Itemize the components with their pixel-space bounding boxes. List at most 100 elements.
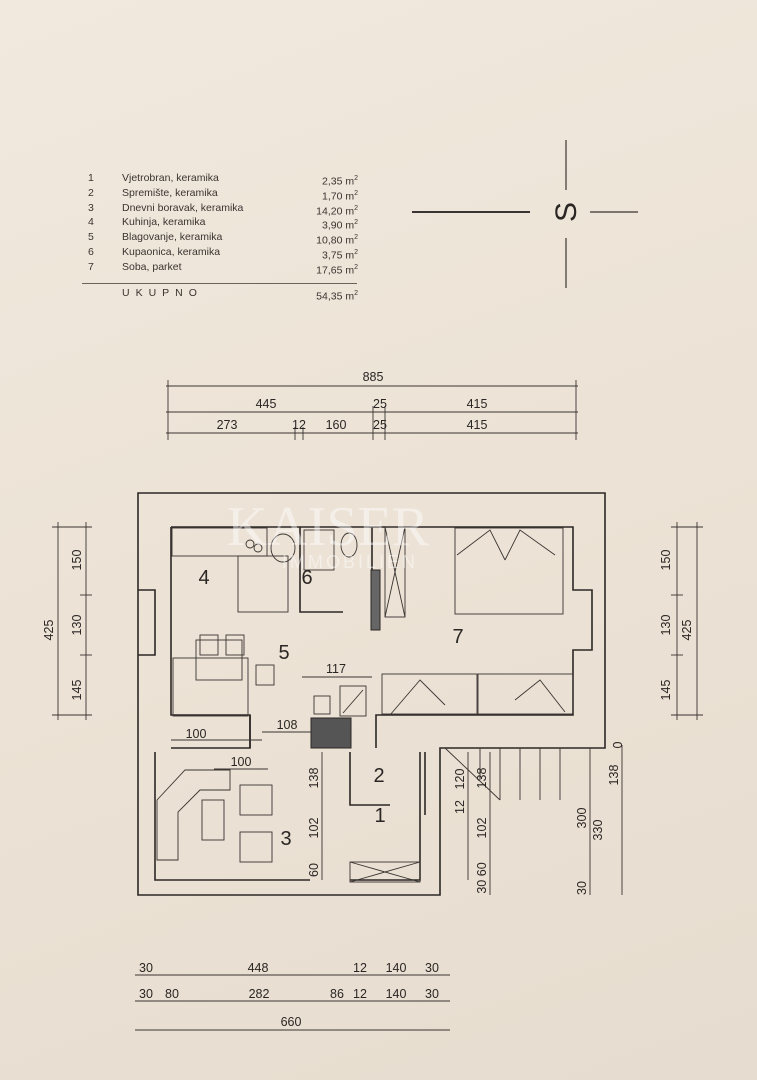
legend-row: 6 Kupaonica, keramika 3,75 m2 [88, 245, 358, 262]
dim-label: 150 [70, 550, 84, 571]
dim-label: 12 [353, 961, 367, 975]
dim-label: 30 [575, 881, 589, 895]
dim-label: 117 [326, 662, 346, 676]
left-dimensions [52, 522, 92, 720]
room-area: 10,80 m2 [316, 234, 358, 247]
room-number: 7 [88, 260, 94, 273]
dim-label: 108 [277, 718, 298, 732]
dim-label: 282 [249, 987, 270, 1001]
compass-label: S [550, 202, 583, 222]
dim-label: 425 [42, 620, 56, 641]
dim-label: 660 [281, 1015, 302, 1029]
dim-label: 102 [307, 818, 321, 839]
svg-text:KAISER: KAISER [227, 496, 430, 558]
room-label-4: 4 [198, 567, 209, 589]
dim-label: 30 [425, 961, 439, 975]
room-label-2: 2 [373, 765, 384, 787]
dim-label: 140 [386, 961, 407, 975]
dim-label: 138 [475, 768, 489, 789]
compass-south: S [412, 140, 638, 288]
room-label-3: 3 [280, 828, 291, 850]
legend-total: UKUPNO 54,35 m2 [88, 286, 358, 303]
room-name: Vjetrobran, keramika [122, 172, 219, 184]
dim-label: 425 [680, 620, 694, 641]
right-dimensions [671, 522, 703, 720]
room-area: 3,90 m2 [321, 219, 358, 232]
room-number: 6 [88, 245, 94, 258]
dim-label: 273 [217, 418, 238, 432]
dim-label: 300 [575, 808, 589, 829]
dim-label: 415 [467, 397, 488, 411]
dim-label: 30 [139, 987, 153, 1001]
room-label-7: 7 [452, 626, 463, 648]
room-number: 1 [88, 172, 94, 184]
dim-label: 445 [256, 397, 277, 411]
furniture [156, 526, 574, 883]
room-number: 2 [88, 186, 94, 199]
legend-row: 1 Vjetrobran, keramika 2,35 m2 [88, 172, 358, 188]
total-label: UKUPNO [122, 286, 203, 299]
dim-label: 415 [467, 418, 488, 432]
room-label-6: 6 [301, 567, 312, 589]
dim-label: 150 [659, 550, 673, 571]
dim-label: 25 [373, 418, 387, 432]
legend-divider [82, 282, 357, 284]
dim-label: 138 [307, 768, 321, 789]
room-label-1: 1 [374, 805, 385, 827]
room-number: 4 [88, 216, 94, 229]
room-area: 14,20 m2 [316, 204, 358, 218]
room-area: 17,65 m2 [316, 263, 358, 277]
room-area: 2,35 m2 [321, 175, 358, 188]
room-name: Blagovanje, keramika [122, 231, 223, 244]
total-area: 54,35 m2 [316, 289, 358, 303]
dim-label: 30 [139, 961, 153, 975]
room-number: 5 [88, 231, 94, 244]
legend-row: 4 Kuhinja, keramika 3,90 m2 [88, 217, 358, 232]
dim-label: 25 [373, 397, 387, 411]
dim-label: 130 [70, 615, 84, 636]
legend-row: 2 Spremište, keramika 1,70 m2 [88, 186, 358, 203]
legend-row: 3 Dnevni boravak, keramika 14,20 m2 [88, 201, 358, 218]
legend-row: 5 Blagovanje, keramika 10,80 m2 [88, 232, 358, 247]
dim-label: 12 [453, 800, 467, 814]
dim-label: 160 [326, 418, 347, 432]
dim-label: 12 [292, 418, 306, 432]
dim-label: 86 [330, 987, 344, 1001]
dim-label: 30 60 [475, 862, 489, 893]
dim-label: 885 [363, 370, 384, 384]
interior-dim-lines [171, 676, 623, 895]
room-name: Spremište, keramika [122, 186, 218, 199]
room-name: Kuhinja, keramika [122, 216, 206, 229]
bottom-dimensions [135, 974, 450, 1031]
dim-label: 330 [591, 820, 605, 841]
dim-label: 140 [386, 987, 407, 1001]
dim-label: 100 [231, 755, 252, 769]
room-area-legend: 1 Vjetrobran, keramika 2,35 m2 2 Spremište,… [82, 172, 358, 303]
dim-label: 130 [659, 615, 673, 636]
room-name: Kupaonica, keramika [122, 245, 221, 258]
legend-row: 7 Soba, parket 17,65 m2 [88, 260, 358, 277]
top-dimensions [166, 380, 578, 440]
dim-label: 145 [70, 680, 84, 701]
dim-label: 120 [453, 769, 467, 790]
dim-label: 30 [425, 987, 439, 1001]
room-area: 1,70 m2 [321, 189, 358, 203]
kaiser-watermark: KAISER IMMOBILIEN [227, 496, 430, 572]
svg-text:IMMOBILIEN: IMMOBILIEN [282, 552, 418, 572]
dim-label: 60 [307, 863, 321, 877]
dim-label: 12 [353, 987, 367, 1001]
room-name: Dnevni boravak, keramika [122, 201, 244, 214]
dim-label: 100 [186, 727, 207, 741]
dim-label: 145 [659, 680, 673, 701]
dim-label: 448 [248, 961, 269, 975]
room-area: 3,75 m2 [321, 248, 358, 262]
room-label-5: 5 [278, 642, 289, 664]
room-number: 3 [88, 201, 94, 214]
dim-label: 0 [611, 741, 625, 748]
walls [137, 492, 606, 896]
dim-label: 102 [475, 818, 489, 839]
dim-label: 80 [165, 987, 179, 1001]
room-name: Soba, parket [122, 260, 182, 273]
